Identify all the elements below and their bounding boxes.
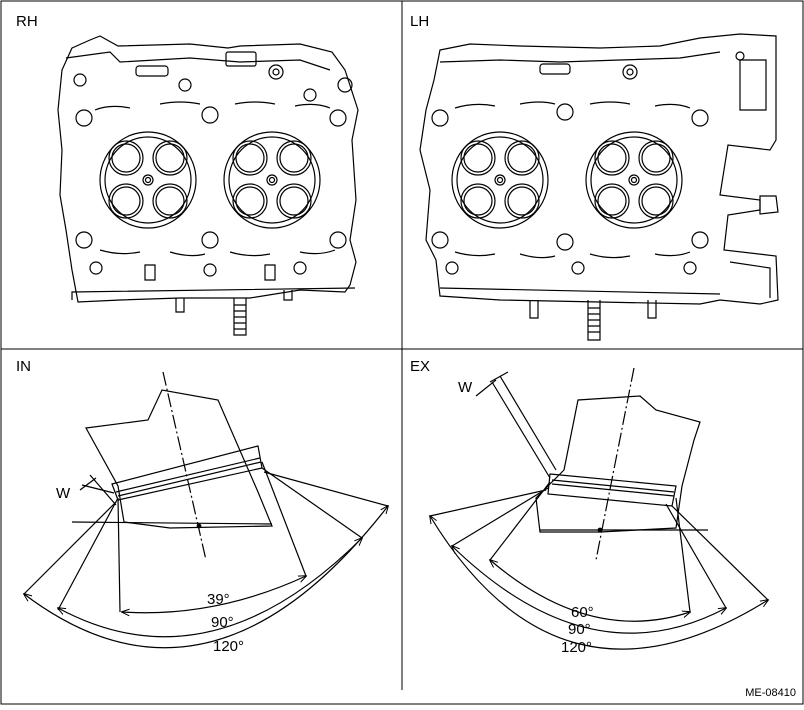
in-angle-label-39: 39° [207, 591, 230, 608]
reference-code: ME-08410 [745, 687, 796, 699]
ex-panel-label: EX [410, 358, 431, 375]
in-panel-label: IN [16, 358, 31, 375]
lh-cylinder-head-drawing [419, 33, 779, 341]
ex-valve-seat-drawing [429, 367, 769, 613]
in-angle-label-90: 90° [211, 614, 234, 631]
in-angle-arcs [24, 506, 388, 649]
in-angle-label-120: 120° [213, 638, 244, 655]
ex-angle-label-60: 60° [571, 604, 594, 621]
lh-panel-label: LH [410, 13, 430, 30]
in-w-label: W [56, 485, 71, 502]
in-valve-seat-drawing [23, 371, 389, 613]
ex-w-label: W [458, 379, 473, 396]
rh-cylinder-head-drawing [57, 35, 359, 336]
rh-panel-label: RH [16, 13, 38, 30]
ex-angle-label-120: 120° [561, 639, 592, 656]
ex-angle-label-90: 90° [568, 621, 591, 638]
ex-angle-arcs [430, 516, 768, 650]
